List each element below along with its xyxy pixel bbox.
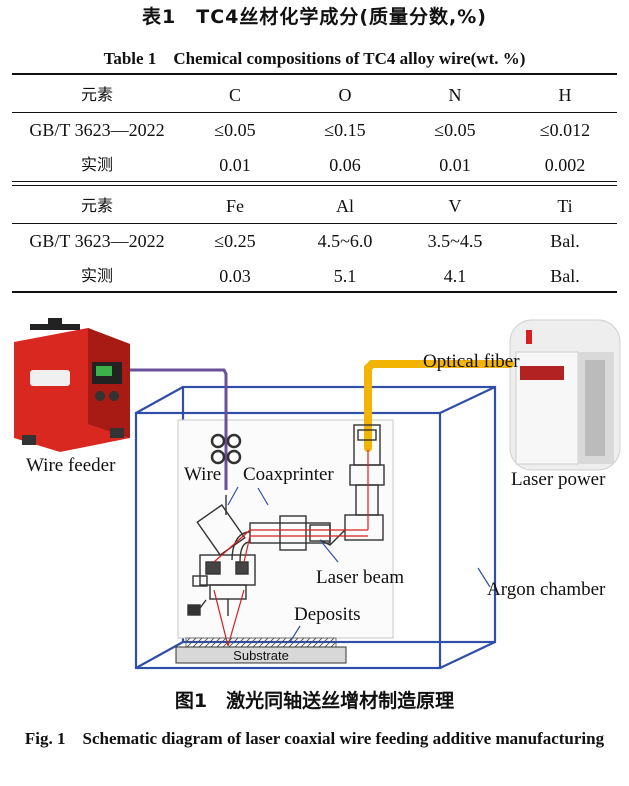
device-photo-frame <box>177 419 394 639</box>
table-cell: ≤0.012 <box>539 120 591 140</box>
table-header-cell: Fe <box>226 196 244 216</box>
table-cell: 0.06 <box>329 155 361 175</box>
table-title-zh: 表1 TC4丝材化学成分(质量分数,%) <box>142 6 487 28</box>
table-header-cell: 元素 <box>80 85 113 104</box>
laser-beam-path <box>213 450 369 647</box>
table-header-cell: O <box>338 85 352 105</box>
wire-feeder-icon <box>14 318 130 452</box>
table-header-cell: V <box>448 196 462 216</box>
table-header-cell: C <box>228 85 241 105</box>
table-header-cell: Al <box>336 196 354 216</box>
label-wire-feeder: Wire feeder <box>26 455 116 476</box>
label-substrate: Substrate <box>233 648 289 663</box>
table-cell: 0.01 <box>219 155 251 175</box>
label-argon-chamber: Argon chamber <box>487 579 606 600</box>
schematic-svg: Optical fiber Wire feeder Wire Coaxprint… <box>14 318 621 670</box>
table-cell: ≤0.25 <box>214 231 256 251</box>
table-cell: 实测 <box>80 155 113 174</box>
table-header-rule <box>12 112 617 113</box>
table-cell: ≤0.15 <box>324 120 366 140</box>
table-cell: 0.01 <box>439 155 471 175</box>
table-cell: ≤0.05 <box>434 120 476 140</box>
table-title-en: Table 1 Chemical compositions of TC4 all… <box>103 49 526 68</box>
substrate-plate <box>175 646 347 664</box>
table-block-rule-1 <box>12 181 617 182</box>
deposits-layer <box>185 637 337 648</box>
optical-fiber-line <box>364 360 514 452</box>
table-header-cell: Ti <box>557 196 573 216</box>
figure-schematic: Optical fiber Wire feeder Wire Coaxprint… <box>0 300 629 685</box>
table-header-cell: 元素 <box>80 196 113 215</box>
table-top-rule <box>12 73 617 75</box>
label-optical-fiber: Optical fiber <box>423 351 520 372</box>
table-cell: ≤0.05 <box>214 120 256 140</box>
label-laser-beam: Laser beam <box>316 567 404 588</box>
table-cell: 4.5~6.0 <box>317 231 373 251</box>
table-block-rule-2 <box>12 185 617 186</box>
table-cell: 5.1 <box>333 266 357 286</box>
figure-caption-en: Fig. 1 Schematic diagram of laser coaxia… <box>24 729 605 748</box>
label-laser-power: Laser power <box>511 469 606 490</box>
table-cell: 实测 <box>80 266 113 285</box>
table-cell: 4.1 <box>443 266 467 286</box>
table-header-cell: H <box>558 85 572 105</box>
wire-spool-icon <box>210 433 242 465</box>
label-deposits: Deposits <box>294 604 361 625</box>
table-header-rule-2 <box>12 223 617 224</box>
table-cell: GB/T 3623—2022 <box>29 120 165 140</box>
coaxprinter-head <box>187 424 385 616</box>
leader-arrows <box>227 486 491 643</box>
table-header-cell: N <box>448 85 462 105</box>
argon-chamber <box>134 385 497 670</box>
label-wire: Wire <box>184 464 221 485</box>
table-cell: Bal. <box>550 231 580 251</box>
figure-caption-zh: 图1 激光同轴送丝增材制造原理 <box>174 690 455 712</box>
table-cell: 3.5~4.5 <box>427 231 483 251</box>
laser-power-icon <box>509 319 621 471</box>
table-cell: GB/T 3623—2022 <box>29 231 165 251</box>
table-cell: 0.002 <box>544 155 586 175</box>
table-cell: Bal. <box>550 266 580 286</box>
table-cell: 0.03 <box>219 266 251 286</box>
label-coaxprinter: Coaxprinter <box>243 464 334 485</box>
table-bottom-rule <box>12 291 617 293</box>
wire-cable-line <box>130 368 228 490</box>
